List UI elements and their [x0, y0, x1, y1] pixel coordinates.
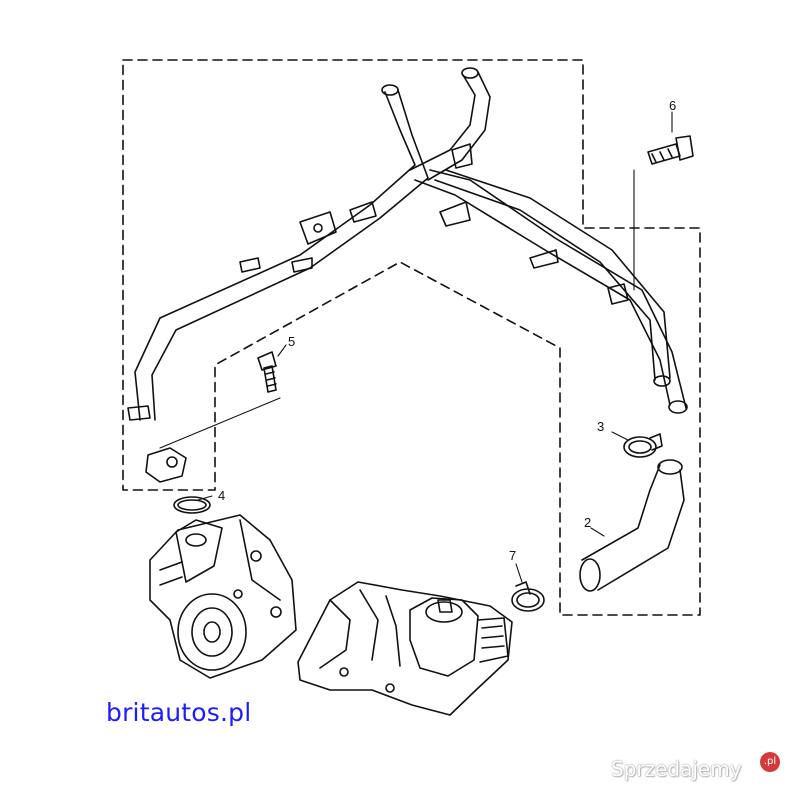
callout-3: 3: [597, 419, 604, 434]
bolt-5: [257, 351, 277, 393]
coolant-hose-2: [579, 459, 685, 592]
hose-clamp-7: [511, 581, 545, 612]
bolt-6: [647, 135, 694, 165]
water-pump: [149, 514, 297, 679]
callout-7: 7: [509, 548, 516, 563]
hose-clamp-3: [623, 433, 663, 458]
part-callouts: 6 5 3 4 2 7: [218, 98, 676, 563]
o-ring-4: [173, 496, 211, 514]
oil-cooler-housing: [297, 581, 513, 716]
watermark-text: Sprzedajemy: [611, 757, 742, 781]
coolant-pipe-manifold: [127, 67, 688, 483]
callout-4: 4: [218, 488, 225, 503]
callout-6: 6: [669, 98, 676, 113]
dashed-group-boundary-upper: [122, 59, 701, 616]
callout-2: 2: [584, 515, 591, 530]
callout-5: 5: [288, 334, 295, 349]
site-url-label: britautos.pl: [106, 698, 252, 727]
watermark-badge: .pl: [760, 752, 780, 772]
leader-lines: [159, 111, 673, 583]
